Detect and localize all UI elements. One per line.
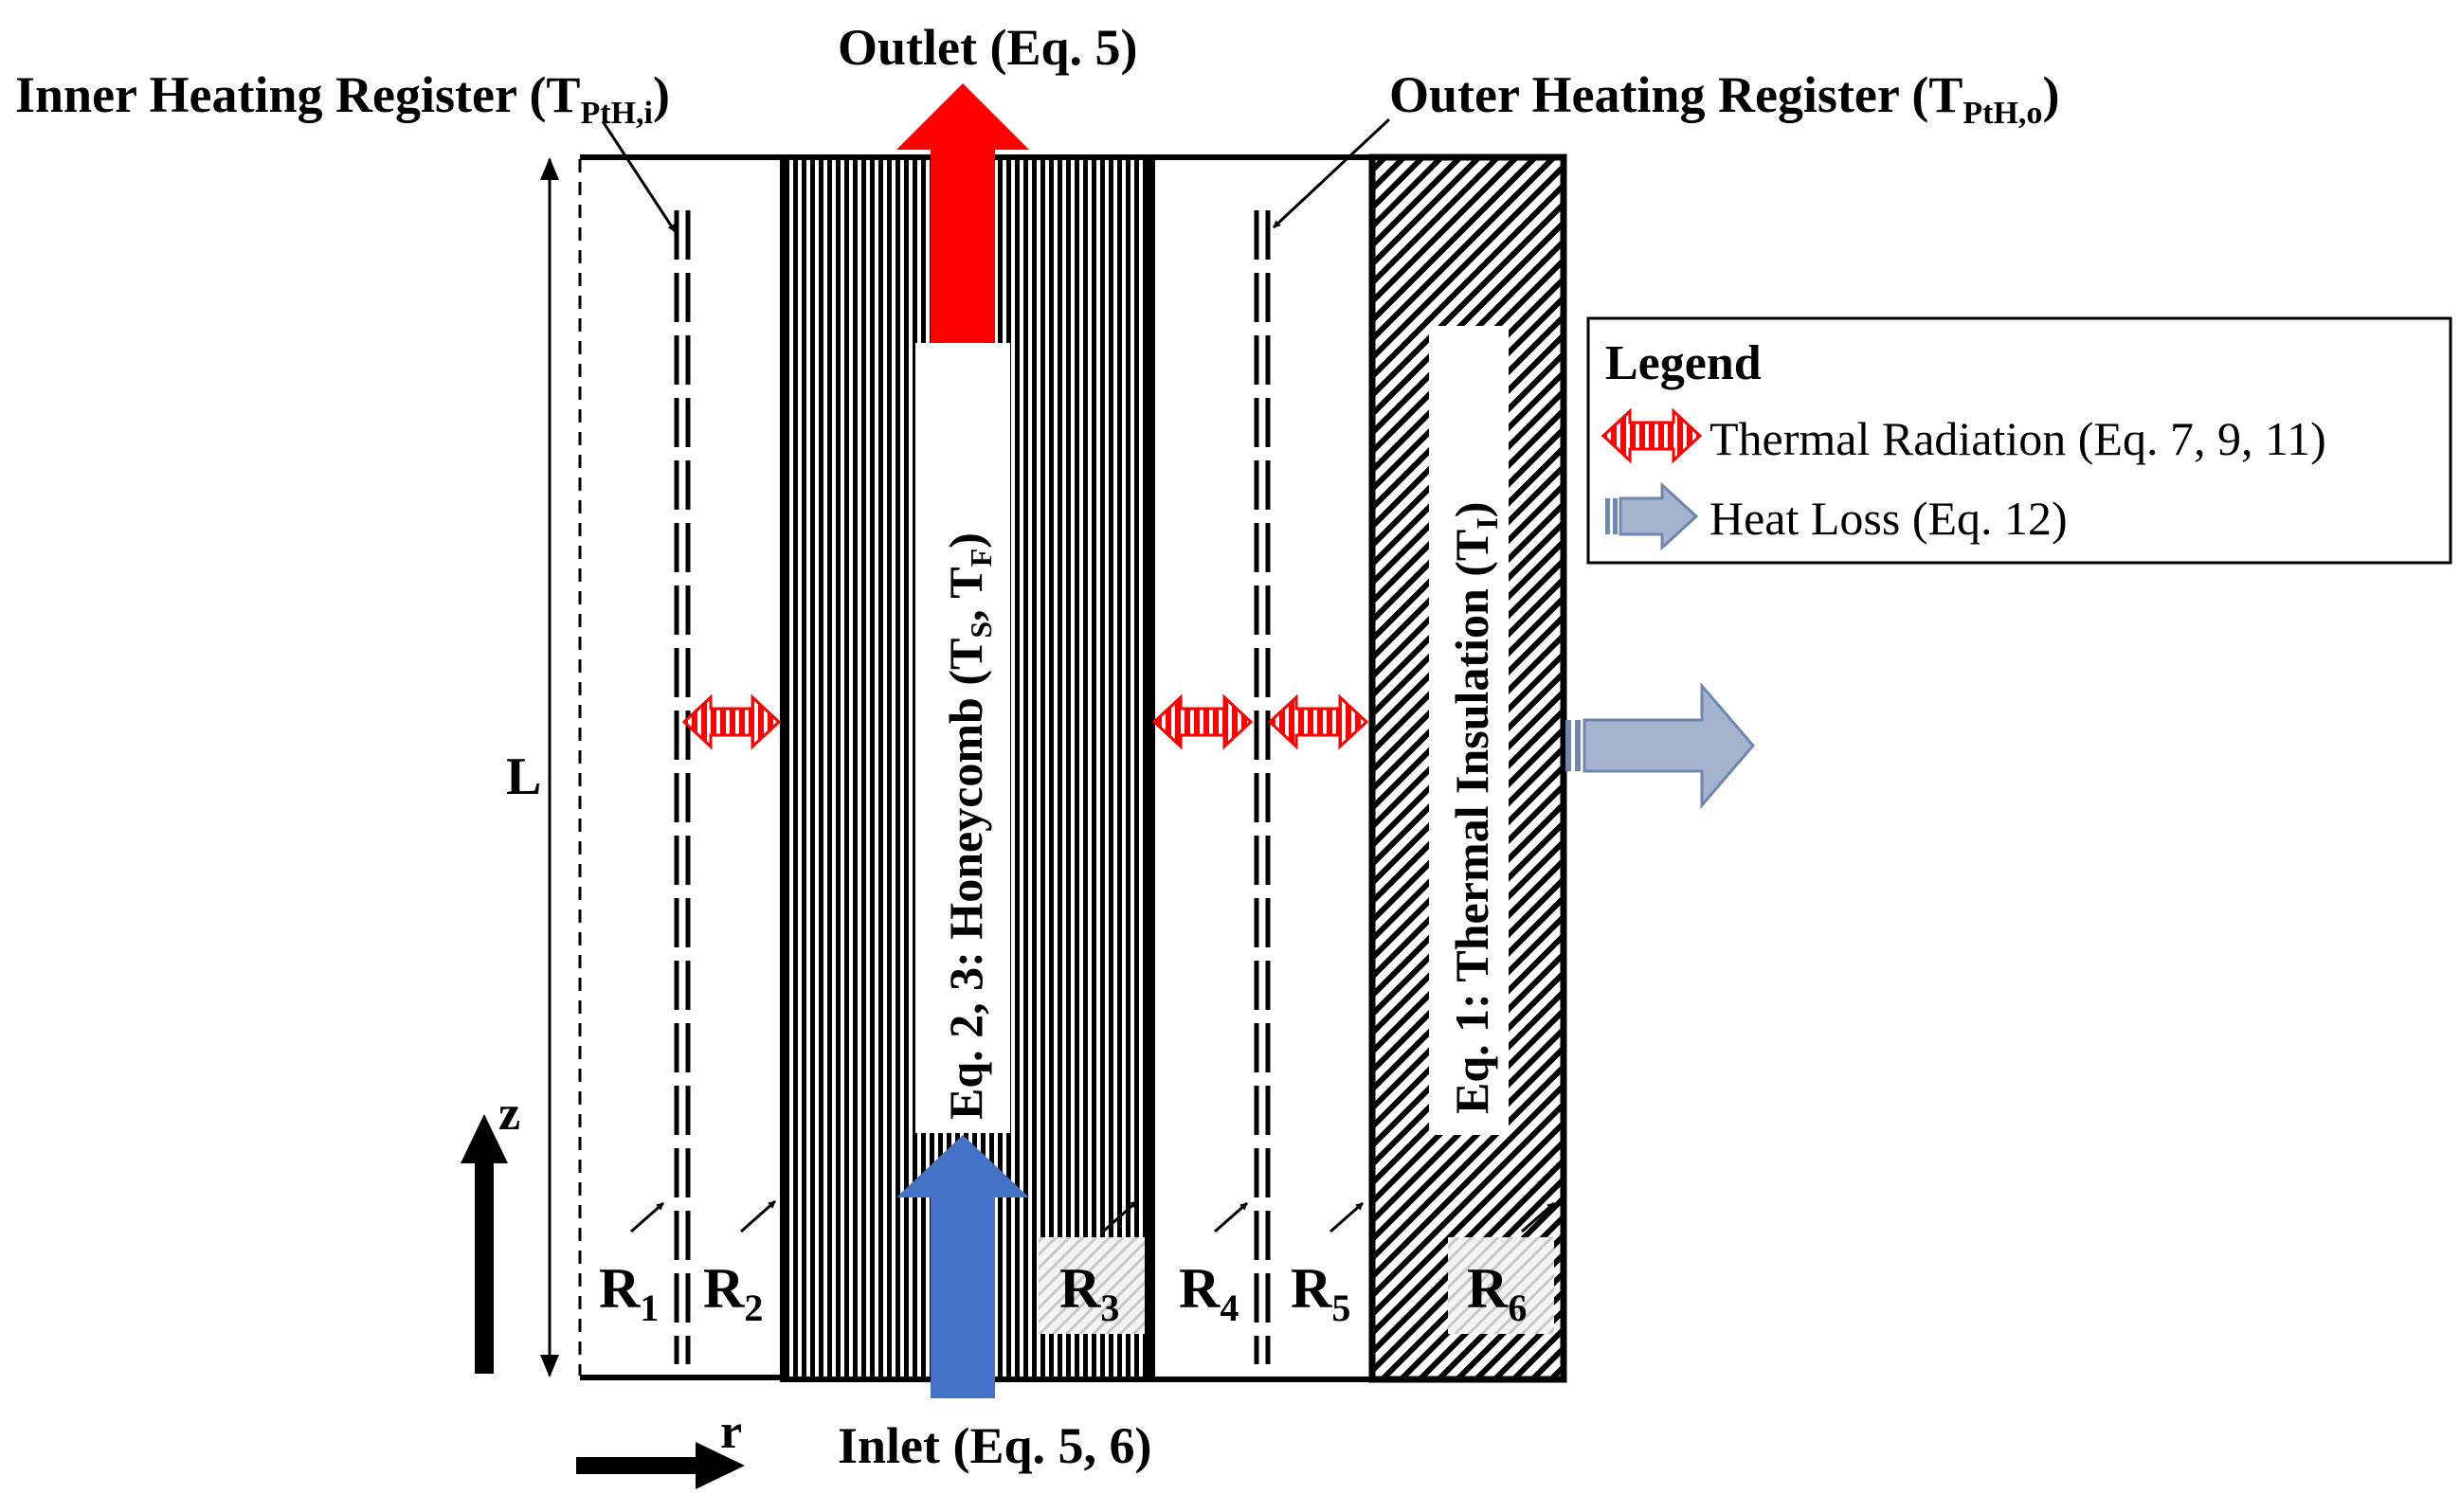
svg-text:R4: R4: [1179, 1257, 1239, 1329]
heat-loss-arrow-icon: [1605, 481, 1699, 551]
inner-register-pointer: [601, 120, 677, 232]
radius-r6: R6: [1448, 1201, 1555, 1334]
axis-z-label: z: [498, 1087, 520, 1141]
radius-r2: R2: [703, 1199, 776, 1329]
honeycomb-label-box: [915, 343, 1010, 1133]
radius-r5: R5: [1291, 1201, 1364, 1329]
insulation-label-box: [1429, 326, 1509, 1135]
radius-r3: R3: [1039, 1199, 1145, 1334]
radius-r4: R4: [1179, 1201, 1248, 1329]
thermal-radiation-arrow-icon: [1267, 693, 1369, 750]
thermal-radiation-arrow-icon: [681, 693, 782, 750]
thermal-radiation-arrow-icon: [1151, 693, 1254, 750]
inlet-arrow: [896, 1135, 1029, 1398]
outlet-label: Outlet (Eq. 5): [838, 19, 1138, 76]
length-dimension: [540, 157, 559, 1377]
thermal-radiation-arrow-icon: [1601, 407, 1703, 464]
axis-r-label: r: [720, 1405, 742, 1459]
outer-register-label: Outer Heating Register (TPtH,o): [1389, 66, 2059, 131]
outer-heating-register: [1254, 210, 1271, 1364]
legend: Legend Thermal Radiation (Eq. 7, 9, 11) …: [1586, 316, 2452, 565]
legend-item-heat-loss: Heat Loss (Eq. 12): [1709, 492, 2068, 545]
heat-loss-arrow-icon: [1565, 681, 1755, 810]
axis-z-arrow: [461, 1114, 508, 1374]
svg-text:R2: R2: [703, 1257, 763, 1329]
svg-text:R3: R3: [1059, 1257, 1119, 1329]
legend-item-thermal-radiation: Thermal Radiation (Eq. 7, 9, 11): [1709, 412, 2326, 465]
outer-register-pointer: [1272, 117, 1391, 229]
inner-heating-register: [674, 210, 691, 1364]
inner-cavity: [578, 154, 785, 1380]
legend-title: Legend: [1605, 336, 1762, 390]
radius-r1: R1: [599, 1201, 664, 1329]
inlet-label: Inlet (Eq. 5, 6): [838, 1417, 1152, 1474]
axis-r-arrow: [576, 1442, 745, 1489]
honeycomb-label: Eq. 2, 3: Honeycomb (TS, TF): [939, 532, 998, 1120]
insulation-label: Eq. 1: Thermal Insulation (TI): [1445, 502, 1504, 1114]
inner-register-label: Inner Heating Register (TPtH,i): [15, 66, 670, 131]
outer-cavity: [1149, 154, 1375, 1382]
length-label: L: [506, 747, 541, 806]
svg-text:R6: R6: [1467, 1257, 1527, 1329]
svg-text:R1: R1: [599, 1257, 659, 1329]
svg-text:R5: R5: [1291, 1257, 1350, 1329]
outlet-arrow: [896, 83, 1029, 343]
